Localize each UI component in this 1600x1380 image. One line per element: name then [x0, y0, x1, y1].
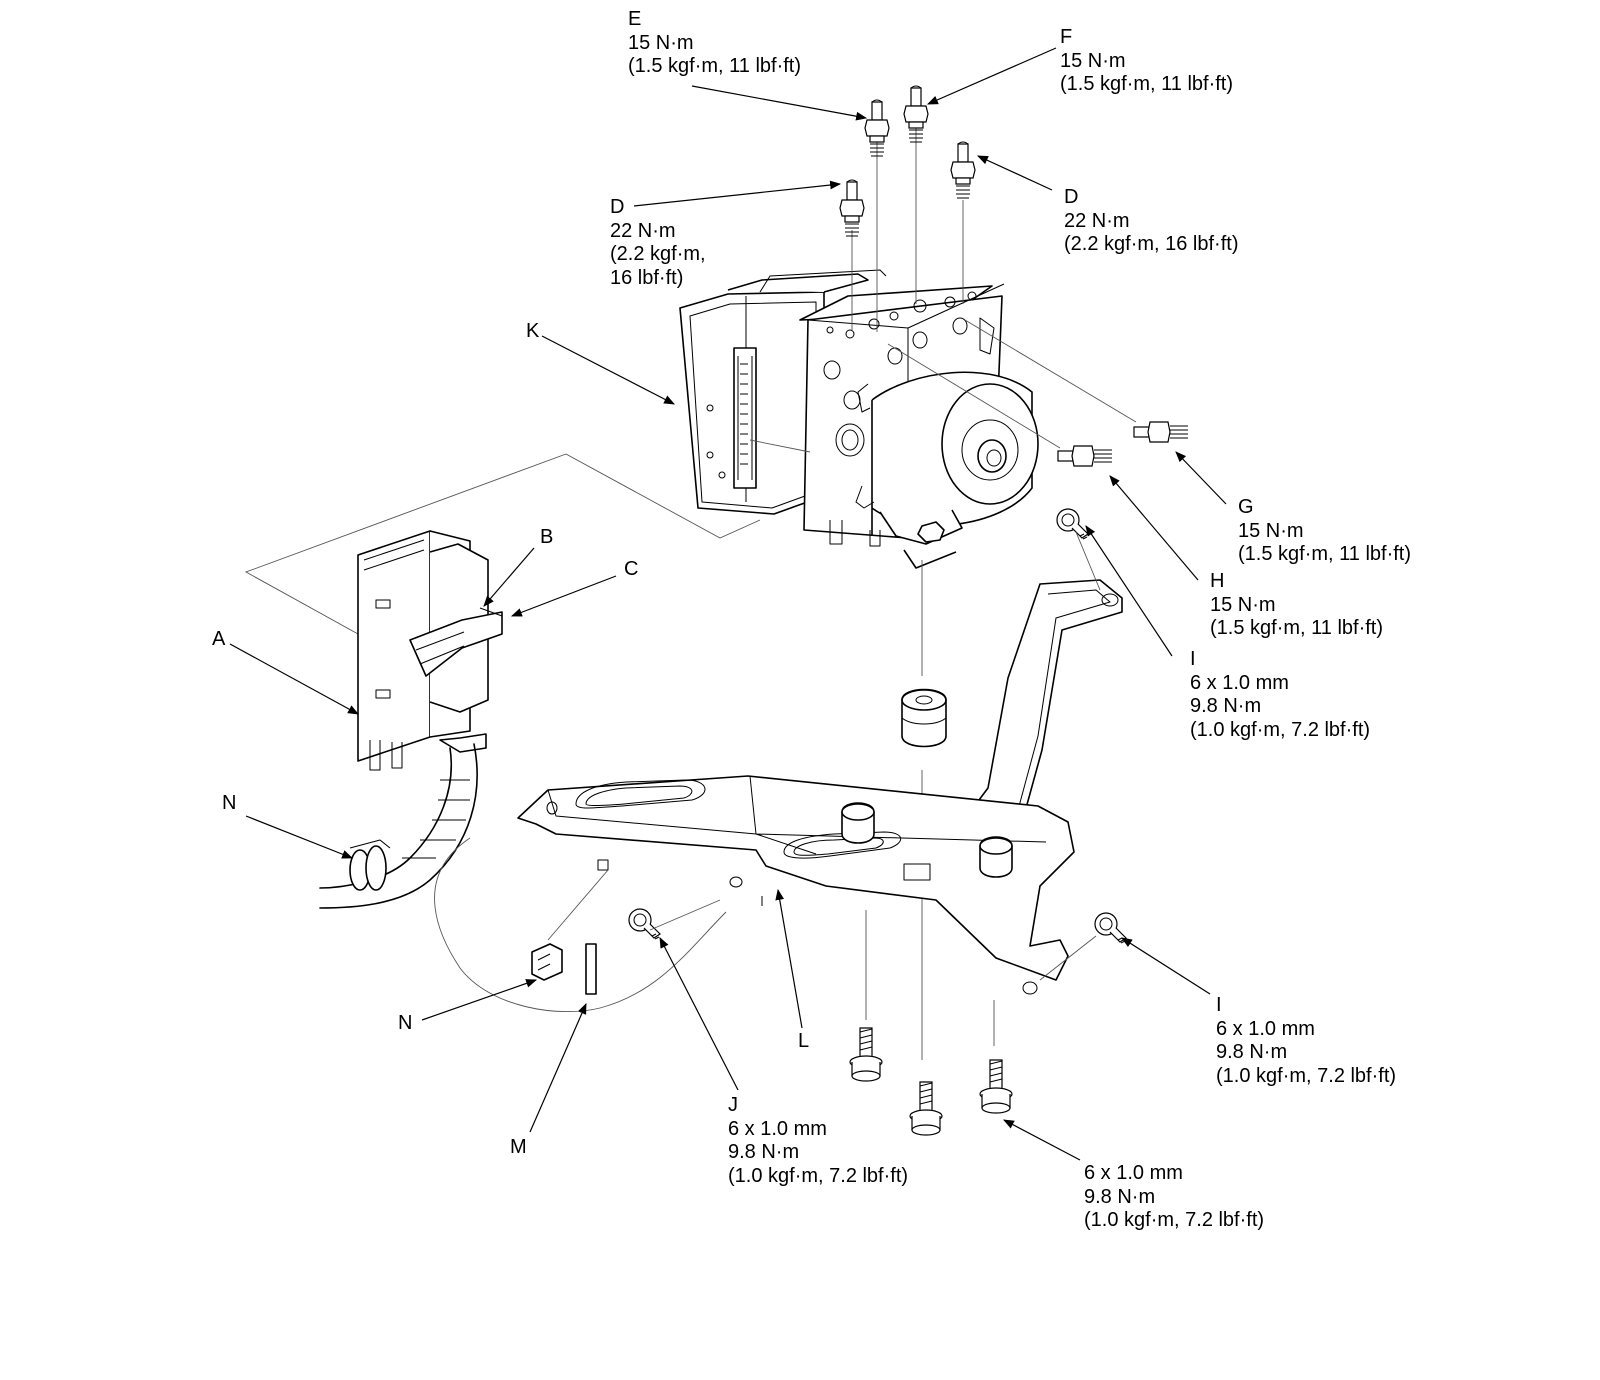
callout-size: 6 x 1.0 mm — [1190, 671, 1289, 694]
abs-modulator-unit — [679, 269, 1039, 569]
callout-torque: 9.8 N·m — [1190, 695, 1262, 717]
callout-imperial: (2.2 kgf·m, 16 lbf·ft) — [1064, 233, 1239, 255]
callout-torque: 15 N·m — [1238, 519, 1304, 542]
callout-letter: C — [624, 558, 639, 580]
callout-k: K — [526, 320, 539, 344]
wire-harness — [319, 743, 727, 1013]
callout-torque: 9.8 N·m — [1216, 1041, 1288, 1063]
rubber-mounts — [841, 688, 1013, 878]
callout-l: L — [798, 1030, 809, 1054]
callout-letter: G — [1238, 496, 1254, 518]
callout-letter: I — [1190, 648, 1196, 670]
callout-letter: B — [540, 526, 554, 548]
callout-imperial: (1.0 kgf·m, 7.2 lbf·ft) — [1190, 718, 1371, 741]
callout-letter: N — [398, 1012, 413, 1034]
callout-torque: 15 N·m — [1210, 593, 1276, 616]
callout-d-left: D 22 N·m (2.2 kgf·m, 16 lbf·ft) — [610, 196, 706, 290]
callout-imperial: (1.5 kgf·m, 11 lbf·ft) — [1210, 617, 1384, 639]
callout-size: 6 x 1.0 mm — [728, 1117, 827, 1140]
callout-letter: D — [1064, 186, 1079, 208]
callout-torque: 22 N·m — [1064, 209, 1130, 232]
callout-n-upper: N — [222, 792, 236, 816]
callout-imperial: (1.0 kgf·m, 7.2 lbf·ft) — [1084, 1209, 1265, 1231]
callout-torque: 15 N·m — [628, 31, 694, 54]
leader-arrows — [229, 47, 1227, 1161]
callout-a: A — [212, 628, 225, 652]
callout-letter: J — [728, 1094, 738, 1116]
callout-torque: 9.8 N·m — [1084, 1185, 1156, 1208]
bolts-and-clips — [531, 508, 1127, 1136]
connector-reference-lines — [244, 439, 923, 1060]
callout-size: 6 x 1.0 mm — [1084, 1162, 1183, 1184]
callout-f: F 15 N·m (1.5 kgf·m, 11 lbf·ft) — [1060, 26, 1233, 97]
callout-j: J 6 x 1.0 mm 9.8 N·m (1.0 kgf·m, 7.2 lbf… — [728, 1094, 908, 1188]
callout-letter: F — [1060, 26, 1073, 48]
callout-imperial: (1.0 kgf·m, 7.2 lbf·ft) — [728, 1164, 909, 1187]
callout-imperial: (1.5 kgf·m, 11 lbf·ft) — [1238, 543, 1412, 565]
callout-letter: L — [798, 1030, 810, 1052]
callout-bottom-bolts: 6 x 1.0 mm 9.8 N·m (1.0 kgf·m, 7.2 lbf·f… — [1084, 1162, 1264, 1233]
callout-b: B — [540, 526, 553, 550]
callout-letter: K — [526, 320, 540, 342]
callout-m: M — [510, 1136, 527, 1160]
callout-d-right: D 22 N·m (2.2 kgf·m, 16 lbf·ft) — [1064, 186, 1239, 257]
callout-letter: I — [1216, 994, 1222, 1016]
abs-connector — [357, 530, 503, 771]
callout-i-upper: I 6 x 1.0 mm 9.8 N·m (1.0 kgf·m, 7.2 lbf… — [1190, 648, 1370, 742]
callout-imperial: 16 lbf·ft) — [610, 266, 684, 289]
callout-i-lower: I 6 x 1.0 mm 9.8 N·m (1.0 kgf·m, 7.2 lbf… — [1216, 994, 1396, 1088]
callout-imperial: (1.5 kgf·m, 11 lbf·ft) — [1060, 73, 1234, 95]
callout-imperial: (2.2 kgf·m, — [610, 243, 706, 265]
callout-torque: 15 N·m — [1060, 49, 1126, 72]
callout-c: C — [624, 558, 638, 582]
callout-size: 6 x 1.0 mm — [1216, 1017, 1315, 1040]
callout-e: E 15 N·m (1.5 kgf·m, 11 lbf·ft) — [628, 8, 801, 79]
callout-letter: N — [222, 792, 237, 814]
callout-imperial: (1.0 kgf·m, 7.2 lbf·ft) — [1216, 1064, 1397, 1087]
callout-letter: D — [610, 196, 625, 218]
brake-line-fittings — [839, 85, 1189, 467]
callout-imperial: (1.5 kgf·m, 11 lbf·ft) — [628, 55, 802, 77]
callout-torque: 9.8 N·m — [728, 1141, 800, 1163]
lower-bracket — [517, 775, 1075, 995]
callout-letter: H — [1210, 570, 1225, 592]
callout-torque: 22 N·m — [610, 219, 676, 242]
callout-g: G 15 N·m (1.5 kgf·m, 11 lbf·ft) — [1238, 496, 1411, 567]
callout-h: H 15 N·m (1.5 kgf·m, 11 lbf·ft) — [1210, 570, 1383, 641]
callout-letter: A — [212, 628, 226, 650]
callout-letter: E — [628, 8, 642, 30]
callout-n-lower: N — [398, 1012, 412, 1036]
callout-letter: M — [510, 1136, 527, 1158]
